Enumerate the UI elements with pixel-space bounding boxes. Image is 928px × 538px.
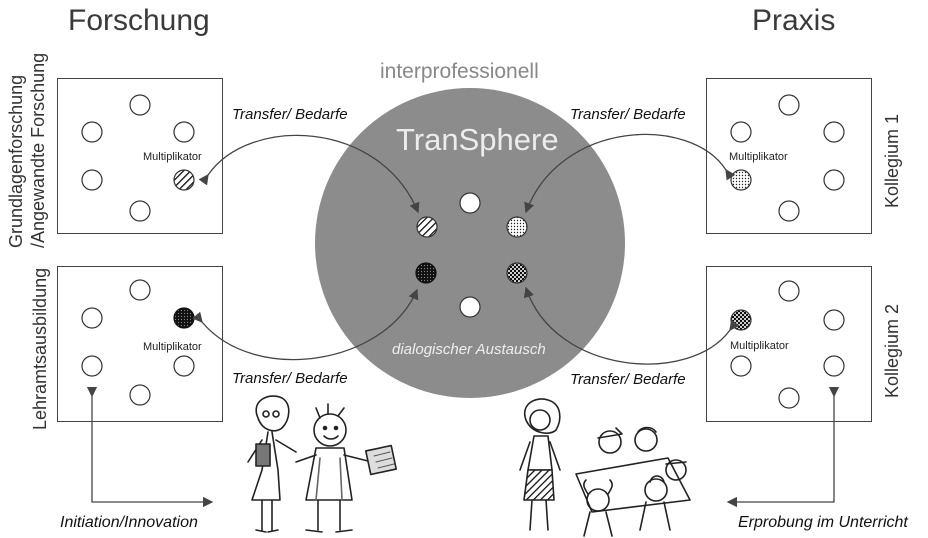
box1-circles [81, 94, 195, 222]
label-transphere: TranSphere [396, 122, 559, 157]
researchers-illustration [247, 395, 398, 533]
heading-praxis: Praxis [752, 4, 836, 37]
label-initiation-innovation: Initiation/Innovation [60, 514, 198, 531]
heading-forschung: Forschung [68, 4, 210, 37]
label-interprofessionell: interprofessionell [380, 60, 539, 83]
transfer-label-upper-right: Transfer/ Bedarfe [570, 106, 686, 123]
arrow-transfer-upper-right [524, 133, 736, 214]
classroom-illustration [519, 398, 691, 537]
arrow-transfer-upper-left [198, 134, 420, 214]
label-erprobung-im-unterricht: Erprobung im Unterricht [738, 514, 908, 531]
box3-circles [730, 94, 845, 222]
sphere-circle-checked [506, 262, 528, 284]
sphere-circle-hatched [416, 216, 438, 238]
arrow-erprobung [726, 386, 840, 508]
transfer-label-lower-left: Transfer/ Bedarfe [232, 370, 348, 387]
sphere-circle-bottom [459, 296, 481, 318]
label-dialogischer-austausch: dialogischer Austausch [392, 341, 546, 358]
arrow-transfer-lower-right [523, 286, 740, 365]
multiplikator-label-box2: Multiplikator [143, 341, 202, 353]
sphere-circle-dotted [506, 216, 528, 238]
multiplikator-label-box4: Multiplikator [730, 340, 789, 352]
box4-multiplikator-circle [730, 309, 752, 331]
box1-multiplikator-circle [173, 169, 195, 191]
multiplikator-label-box3: Multiplikator [729, 151, 788, 163]
transfer-label-upper-left: Transfer/ Bedarfe [232, 106, 348, 123]
arrow-initiation [86, 386, 214, 508]
box2-multiplikator-circle [173, 307, 195, 329]
arrow-transfer-lower-left [192, 288, 419, 361]
sphere-circle-dark [415, 262, 437, 284]
sphere-circle-top [459, 192, 481, 214]
multiplikator-label-box1: Multiplikator [143, 151, 202, 163]
transfer-label-lower-right: Transfer/ Bedarfe [570, 371, 686, 388]
box3-multiplikator-circle [730, 169, 752, 191]
